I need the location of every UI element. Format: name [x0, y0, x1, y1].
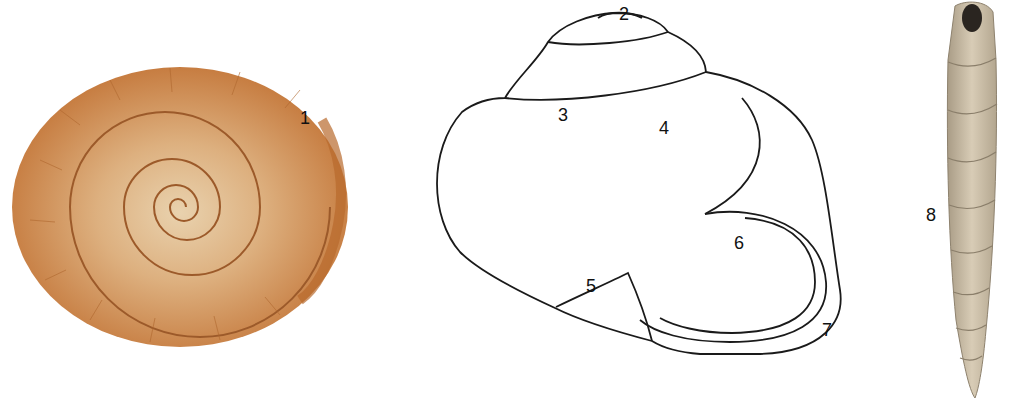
callout-number: 7: [822, 320, 832, 340]
callout-number: 1: [300, 108, 310, 128]
callout-number: 6: [734, 233, 744, 253]
callout-number: 4: [659, 118, 669, 138]
callout-number: 3: [558, 105, 568, 125]
elongated-shell: [947, 2, 997, 398]
callout-number: 2: [619, 4, 629, 24]
shell-outline-drawing: [437, 13, 841, 354]
callout-number: 8: [926, 205, 936, 225]
callout-number: 5: [586, 276, 596, 296]
shell-top-view: [12, 67, 348, 347]
